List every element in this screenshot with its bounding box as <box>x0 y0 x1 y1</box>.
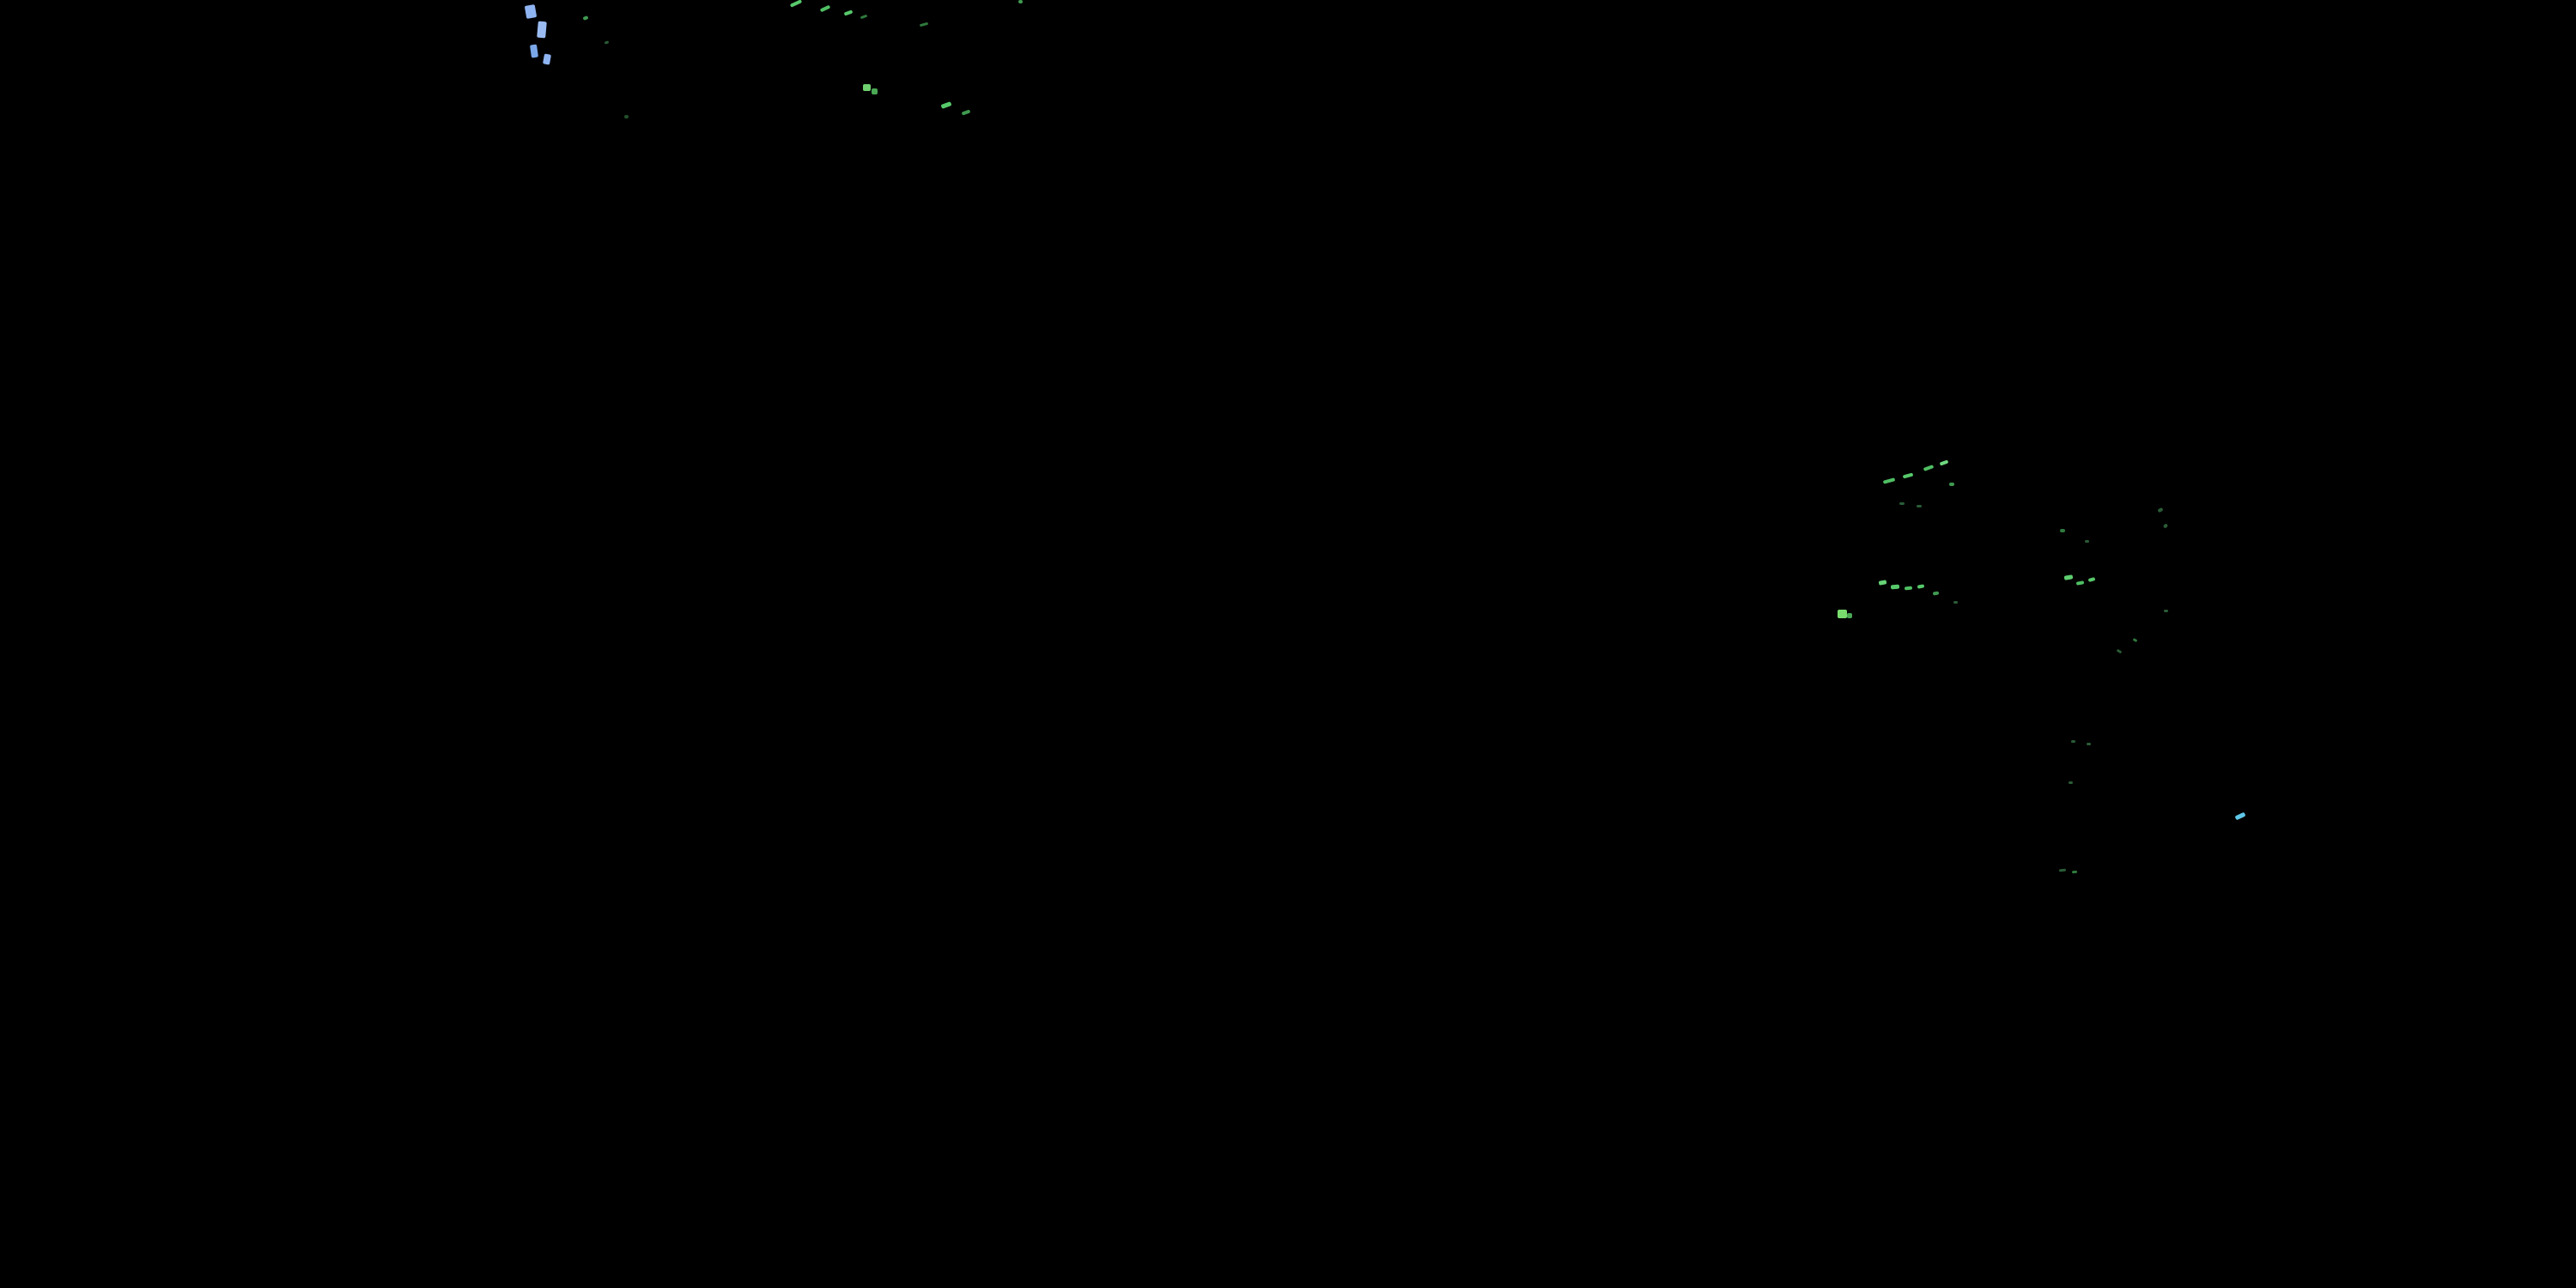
light-speck <box>2164 610 2168 612</box>
light-speck <box>919 21 929 27</box>
light-speck <box>2157 507 2164 513</box>
light-speck <box>940 101 952 109</box>
light-speck <box>2071 870 2078 874</box>
light-speck <box>1917 505 1922 507</box>
light-speck <box>872 88 878 94</box>
light-speck <box>860 14 868 20</box>
light-speck <box>2060 529 2065 532</box>
light-speck <box>2162 523 2169 529</box>
light-speck <box>1847 613 1852 618</box>
light-speck <box>2234 811 2246 821</box>
light-speck <box>2087 743 2091 745</box>
light-speck <box>537 21 547 39</box>
light-speck <box>2132 637 2138 643</box>
light-speck <box>524 4 538 19</box>
light-speck <box>1932 591 1940 596</box>
light-speck <box>2116 648 2123 654</box>
light-speck <box>819 4 831 13</box>
light-speck <box>1939 459 1949 466</box>
light-speck <box>1923 465 1935 471</box>
light-speck <box>2058 868 2067 872</box>
light-speck <box>2087 577 2096 582</box>
light-speck <box>2071 740 2075 743</box>
light-speck <box>2063 574 2074 580</box>
light-speck <box>1882 477 1896 484</box>
light-speck <box>624 115 629 118</box>
light-speck <box>1018 0 1023 3</box>
light-speck <box>529 44 539 58</box>
light-speck <box>2085 540 2089 543</box>
light-speck <box>1878 580 1887 586</box>
light-speck <box>961 109 971 116</box>
light-speck <box>863 84 871 91</box>
light-speck <box>789 0 803 8</box>
light-speck <box>843 9 854 16</box>
light-speck <box>1953 601 1958 604</box>
light-speck <box>1902 472 1914 479</box>
light-speck <box>2075 580 2085 586</box>
light-speck <box>2069 781 2073 784</box>
light-speck <box>1949 483 1954 486</box>
light-speck <box>1838 610 1847 618</box>
light-speck <box>1890 584 1900 590</box>
light-speck <box>1899 502 1905 505</box>
light-speck <box>604 40 610 45</box>
light-speck <box>1904 586 1913 591</box>
light-speck <box>1917 584 1925 589</box>
light-speck <box>543 53 551 65</box>
light-speck <box>582 15 589 21</box>
